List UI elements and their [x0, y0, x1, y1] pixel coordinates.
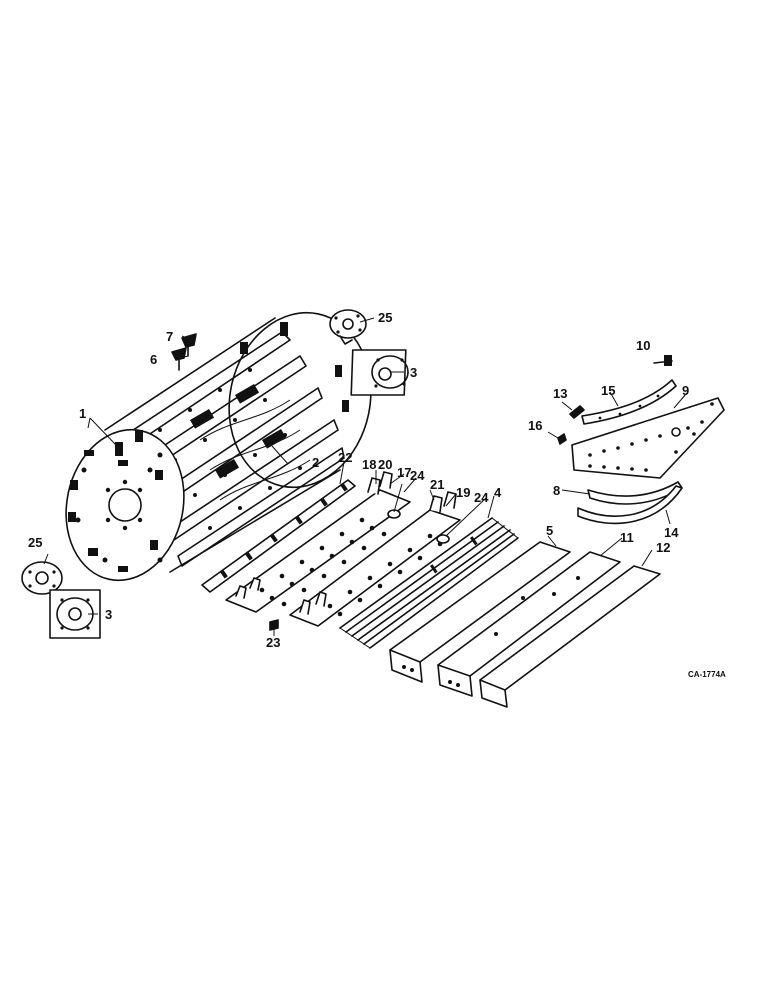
callout-18: 18 [362, 457, 376, 472]
callout-13: 13 [553, 386, 567, 401]
rasp-bar-22 [201, 479, 356, 593]
callout-14: 14 [664, 525, 679, 540]
callout-6: 6 [150, 352, 157, 367]
plate-9 [571, 397, 725, 479]
strap-14 [577, 485, 683, 525]
washer-24-right [436, 534, 450, 544]
part-23-clip [269, 619, 279, 631]
angle-12 [479, 565, 661, 708]
clip-16 [557, 433, 567, 445]
channel-5 [389, 541, 571, 683]
callout-22: 22 [338, 450, 352, 465]
callout-25-upper: 25 [378, 310, 392, 325]
callout-24-right: 24 [474, 490, 489, 505]
rotor-assembly [65, 311, 372, 582]
channel-11 [437, 551, 621, 697]
callout-25-lower: 25 [28, 535, 42, 550]
bearing-housing-lower [49, 589, 101, 639]
bearing-flange-upper [329, 309, 367, 345]
callout-21: 21 [430, 477, 444, 492]
bearing-housing-upper [350, 349, 409, 396]
diagram-code: CA-1774A [688, 670, 726, 679]
clip-13 [569, 405, 585, 419]
callout-1: 1 [79, 406, 86, 421]
callout-24-left: 24 [410, 468, 425, 483]
callout-10: 10 [636, 338, 650, 353]
callout-2: 2 [312, 455, 319, 470]
callout-20: 20 [378, 457, 392, 472]
callout-9: 9 [682, 383, 689, 398]
callout-3-lower: 3 [105, 607, 112, 622]
callout-15: 15 [601, 383, 615, 398]
washer-24-left [387, 509, 401, 519]
callout-19: 19 [456, 485, 470, 500]
leader-lines [43, 317, 687, 636]
callout-23: 23 [266, 635, 280, 650]
callout-16: 16 [528, 418, 542, 433]
callout-17: 17 [397, 465, 411, 480]
rasp-clips [171, 333, 197, 371]
callout-labels: 1 2 3 3 4 5 6 7 8 9 10 11 12 13 14 15 16… [28, 310, 726, 679]
callout-12: 12 [656, 540, 670, 555]
callout-3-upper: 3 [410, 365, 417, 380]
bolt-10 [653, 355, 673, 366]
perforated-plate-left [225, 471, 411, 613]
callout-7: 7 [166, 329, 173, 344]
strap-15 [581, 379, 677, 425]
slat-bars [339, 517, 519, 649]
callout-5: 5 [546, 523, 553, 538]
callout-11: 11 [620, 530, 634, 545]
perforated-plate-right [289, 491, 461, 627]
callout-8: 8 [553, 483, 560, 498]
bearing-flange-lower [21, 561, 63, 595]
callout-4: 4 [494, 485, 502, 500]
